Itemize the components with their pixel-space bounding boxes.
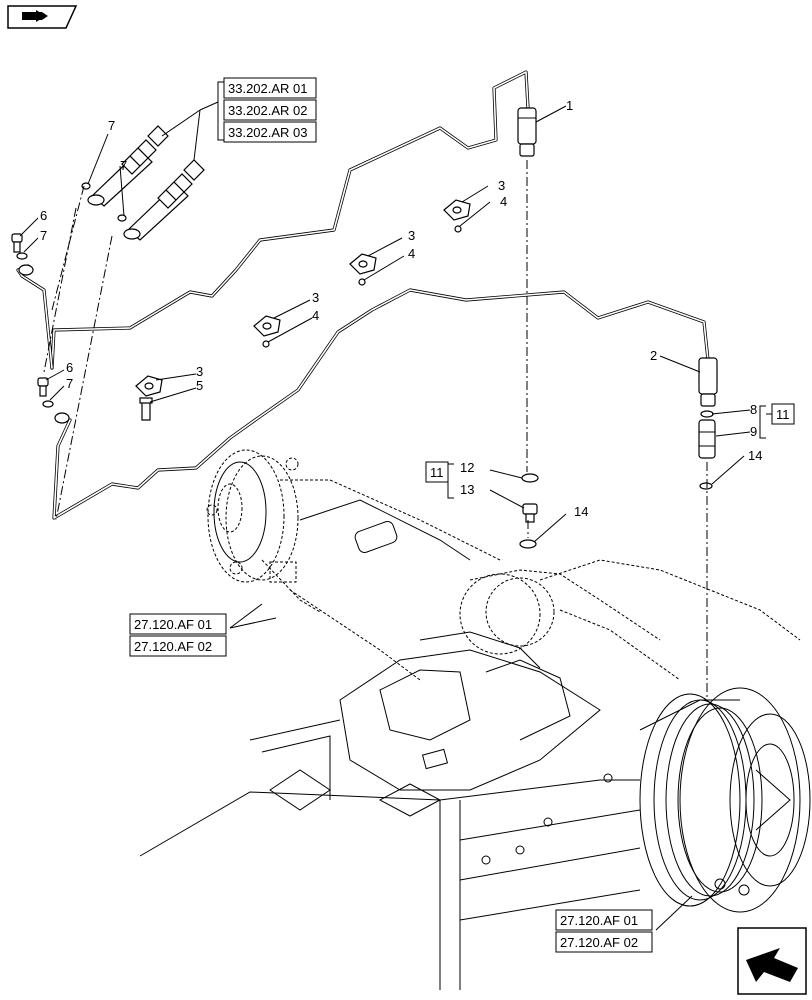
banjo-bolt-6-b [37,377,49,397]
callout-leaders [19,81,772,931]
ref-link[interactable]: 27.120.AF 01 [134,617,212,632]
callout-numbers: 1 2 3 4 3 4 3 4 3 5 6 7 6 7 7 7 8 9 14 1… [40,98,762,519]
ref-link[interactable]: 33.202.AR 01 [228,81,308,96]
rear-axle-hub-right [639,687,811,913]
callout-3: 3 [408,228,415,243]
banjo-fitting [18,264,70,424]
clamp-3-c [253,315,281,337]
callout-4: 4 [500,194,507,209]
seal-ring-12 [521,473,539,483]
callout-5: 5 [196,378,203,393]
ref-link[interactable]: 33.202.AR 02 [228,103,308,118]
brake-pipe-left [16,70,530,370]
kit-box-left[interactable]: 11 [425,461,449,483]
kit-label: 11 [776,407,790,422]
brake-pipe-right [52,288,710,520]
ref-link[interactable]: 27.120.AF 01 [560,913,638,928]
ref-link[interactable]: 27.120.AF 02 [560,935,638,950]
nut-4-b [358,278,366,286]
callout-7: 7 [108,118,115,133]
adapter-9 [698,419,716,459]
ref-link[interactable]: 27.120.AF 02 [134,639,212,654]
callout-6: 6 [40,208,47,223]
screw-5 [139,397,153,421]
washer-7-cylinder-b [117,214,127,222]
callout-7: 7 [120,158,127,173]
kit-box-right[interactable]: 11 [771,403,795,425]
ref-box-brake-cylinder[interactable]: 33.202.AR 01 33.202.AR 02 33.202.AR 03 [223,77,317,143]
callout-7: 7 [66,376,73,391]
callout-3: 3 [196,364,203,379]
callout-7: 7 [40,228,47,243]
ref-box-hub[interactable]: 27.120.AF 01 27.120.AF 02 [555,909,653,953]
kit-label: 11 [430,465,444,480]
seal-ring-8 [700,410,714,418]
seal-ring-14-right [699,482,713,490]
callout-14: 14 [574,504,588,519]
ref-link[interactable]: 33.202.AR 03 [228,125,308,140]
rear-axle-housing [139,449,801,990]
washer-7-b [42,400,54,408]
callout-13: 13 [460,482,474,497]
callout-9: 9 [750,424,757,439]
washer-7-a [16,252,28,260]
seal-ring-14-center [519,539,537,549]
fitting-13 [522,503,538,523]
clamp-3-d [135,375,163,397]
brake-cylinder-upper [87,125,169,207]
clamp-3-a [443,199,471,221]
clamp-3-b [349,253,377,275]
callout-12: 12 [460,460,474,475]
callout-3: 3 [312,290,319,305]
callout-8: 8 [750,402,757,417]
callout-14: 14 [748,448,762,463]
next-page-arrow-icon[interactable] [737,927,807,995]
assembly-centre-lines [43,160,708,700]
book-navigation-icon[interactable] [7,5,78,29]
callout-6: 6 [66,360,73,375]
pipe-fitting-1 [517,107,537,157]
pipe-fitting-2 [698,357,718,407]
brake-cylinder-lower [123,159,205,241]
nut-4-c [262,340,270,348]
nut-4-a [454,225,462,233]
callout-3: 3 [498,178,505,193]
ref-box-axle-housing[interactable]: 27.120.AF 01 27.120.AF 02 [129,613,227,657]
callout-4: 4 [408,246,415,261]
callout-4: 4 [312,308,319,323]
callout-1: 1 [566,98,573,113]
banjo-bolt-6-a [11,233,23,253]
callout-2: 2 [650,348,657,363]
